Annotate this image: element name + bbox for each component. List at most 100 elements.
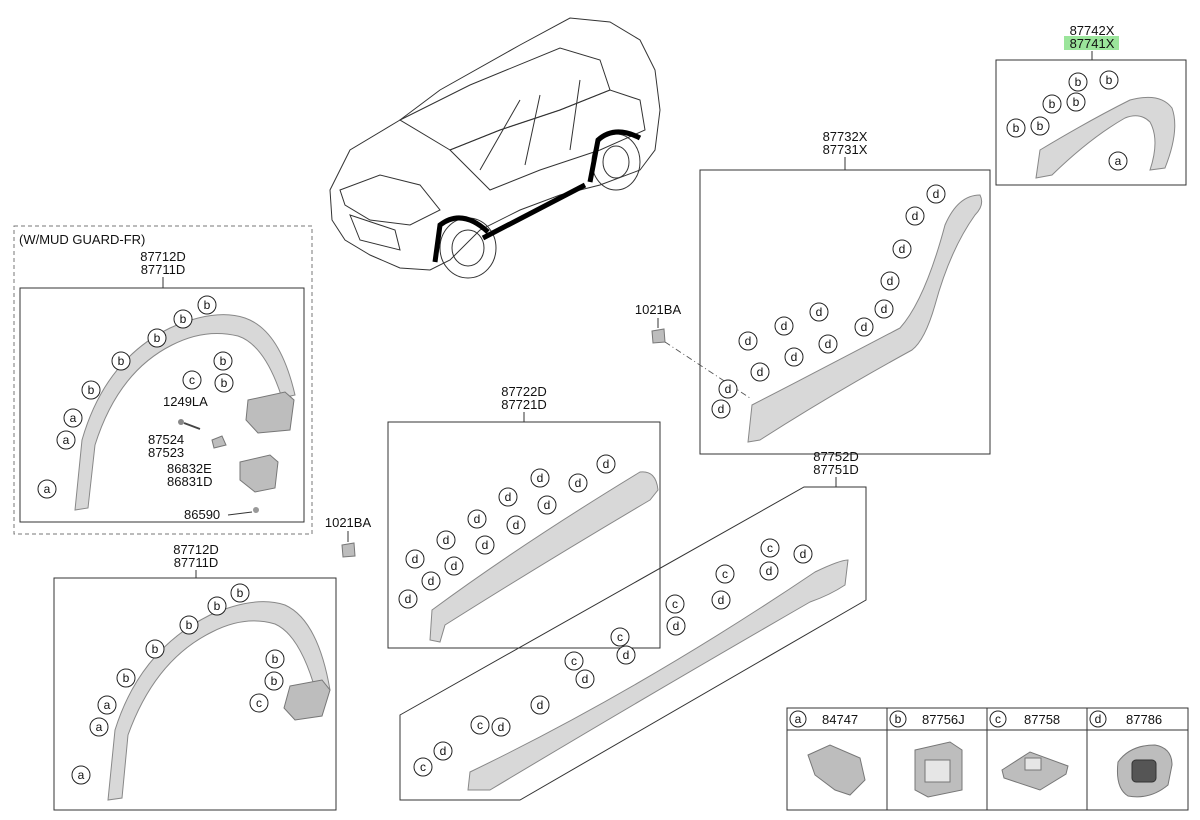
svg-text:d: d (861, 320, 868, 334)
rear-door-molding[interactable] (747, 194, 983, 443)
svg-text:c: c (722, 567, 728, 581)
svg-text:d: d (800, 547, 807, 561)
clip-callouts-front: c a a a (71, 583, 285, 785)
svg-text:d: d (766, 564, 773, 578)
mudguard-label-2[interactable]: 86831D (167, 474, 213, 489)
vehicle-illustration (329, 17, 661, 279)
svg-text:d: d (537, 471, 544, 485)
legend-letter-c: c (995, 712, 1001, 726)
front-arch-mud-box (19, 287, 305, 523)
rear-arch-label-2[interactable]: 87741X (1070, 36, 1115, 51)
clip-callouts-rear-arch: a (1006, 70, 1128, 171)
legend-letter-b: b (895, 712, 902, 726)
front-door-label-2[interactable]: 87721D (501, 397, 547, 412)
svg-text:c: c (420, 760, 426, 774)
svg-text:d: d (505, 490, 512, 504)
svg-text:d: d (603, 457, 610, 471)
svg-text:a: a (70, 411, 77, 425)
clip-c-icon (1001, 751, 1069, 791)
svg-text:d: d (816, 305, 823, 319)
side-sill-label-2[interactable]: 87751D (813, 462, 859, 477)
svg-text:a: a (78, 768, 85, 782)
side-sill-box (399, 486, 867, 801)
svg-text:d: d (781, 319, 788, 333)
svg-text:a: a (104, 698, 111, 712)
svg-text:d: d (537, 698, 544, 712)
mudguard-label-1[interactable]: 86832E (167, 461, 212, 476)
legend-cell-c[interactable]: c 87758 (989, 710, 1069, 791)
svg-text:d: d (623, 648, 630, 662)
svg-text:d: d (451, 559, 458, 573)
clip-callouts-front-door: d d d d d d d d d d d d d (398, 454, 616, 609)
clip-bottom-label[interactable]: 86590 (184, 507, 220, 522)
legend-letter-a: a (795, 712, 802, 726)
fastener-1-label[interactable]: 1021BA (325, 515, 372, 530)
rear-arch-label-1[interactable]: 87742X (1070, 23, 1115, 38)
svg-text:d: d (887, 274, 894, 288)
fastener-2-label[interactable]: 1021BA (635, 302, 682, 317)
legend-part-a: 84747 (822, 712, 858, 727)
svg-text:d: d (757, 365, 764, 379)
front-door-label-1[interactable]: 87722D (501, 384, 547, 399)
svg-text:a: a (63, 433, 70, 447)
mud-guard-parts[interactable] (178, 391, 295, 513)
front-arch-box (53, 577, 337, 811)
legend-part-c: 87758 (1024, 712, 1060, 727)
svg-text:c: c (256, 696, 262, 710)
svg-text:d: d (881, 302, 888, 316)
svg-text:d: d (745, 334, 752, 348)
legend-cell-a[interactable]: a 84747 (789, 710, 866, 796)
svg-text:d: d (912, 209, 919, 223)
svg-text:d: d (544, 498, 551, 512)
svg-text:c: c (672, 597, 678, 611)
front-arch-label-1[interactable]: 87712D (173, 542, 219, 557)
front-arch-label-2[interactable]: 87711D (174, 555, 219, 570)
clip-legend-table: a 84747 b 87756J c 87758 d 87786 (786, 707, 1189, 811)
side-sill-label-1[interactable]: 87752D (813, 449, 859, 464)
svg-text:d: d (899, 242, 906, 256)
svg-text:a: a (1115, 154, 1122, 168)
mud-guard-note: (W/MUD GUARD-FR) (19, 232, 145, 247)
side-sill-molding[interactable] (467, 559, 849, 791)
screw-label[interactable]: 1249LA (163, 394, 208, 409)
bracket-label-2[interactable]: 87523 (148, 445, 184, 460)
legend-part-d: 87786 (1126, 712, 1162, 727)
svg-text:c: c (571, 654, 577, 668)
svg-text:d: d (498, 720, 505, 734)
svg-text:d: d (440, 744, 447, 758)
front-arch-mud-label-1[interactable]: 87712D (140, 249, 186, 264)
svg-text:d: d (482, 538, 489, 552)
legend-letter-d: d (1095, 712, 1102, 726)
svg-text:c: c (189, 373, 195, 387)
svg-text:d: d (412, 552, 419, 566)
svg-text:d: d (933, 187, 940, 201)
front-wheel-arch-molding[interactable] (107, 601, 331, 801)
clip-callouts-rear-door: d d d d d d d d d d d d d d (711, 184, 946, 419)
svg-text:d: d (428, 574, 435, 588)
svg-text:c: c (617, 630, 623, 644)
svg-text:d: d (582, 672, 589, 686)
front-arch-mud-label-2[interactable]: 87711D (141, 262, 186, 277)
front-door-molding[interactable] (429, 471, 659, 643)
svg-text:a: a (96, 720, 103, 734)
bracket-label-1[interactable]: 87524 (148, 432, 184, 447)
rear-door-box (699, 169, 991, 455)
svg-text:d: d (575, 476, 582, 490)
fastener-2 (651, 328, 666, 344)
legend-cell-d[interactable]: d 87786 (1089, 710, 1173, 798)
svg-text:c: c (477, 718, 483, 732)
mud-guard-option-box (13, 225, 313, 535)
rear-door-label-2[interactable]: 87731X (823, 142, 868, 157)
svg-text:d: d (825, 337, 832, 351)
legend-cell-b[interactable]: b 87756J (889, 710, 965, 798)
clip-a-icon (807, 744, 866, 796)
rear-arch-box (995, 59, 1187, 186)
svg-text:d: d (405, 592, 412, 606)
rear-wheel-arch-molding[interactable] (1035, 96, 1176, 179)
svg-text:d: d (791, 350, 798, 364)
fastener-1 (341, 542, 356, 558)
svg-text:a: a (44, 482, 51, 496)
rear-door-label-1[interactable]: 87732X (823, 129, 868, 144)
svg-text:d: d (718, 593, 725, 607)
